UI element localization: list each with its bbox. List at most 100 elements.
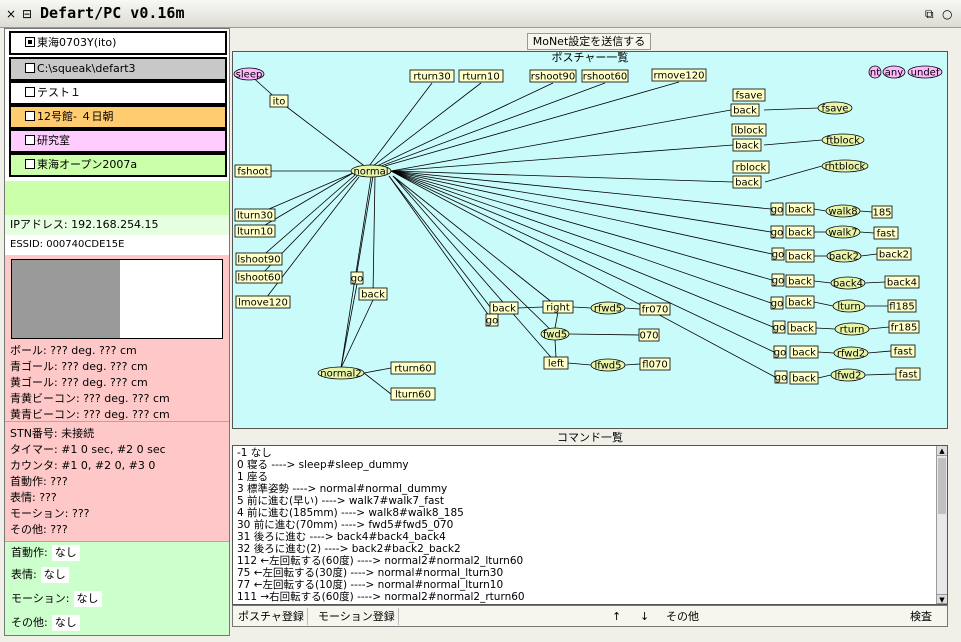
command-item[interactable]: 1 座る (237, 471, 269, 483)
command-item[interactable]: 31 後ろに進む ----> back4#back4_back4 (237, 531, 446, 543)
posture-node-go[interactable]: go (773, 345, 787, 359)
posture-node-rturn10[interactable]: rturn10 (458, 69, 504, 83)
command-item[interactable]: 4 前に進む(185mm) ----> walk8#walk8_185 (237, 507, 464, 519)
posture-node-back[interactable]: back (358, 287, 388, 301)
command-scrollbar[interactable]: ▲ ▼ (936, 446, 947, 604)
posture-node-185[interactable]: 185 (871, 205, 893, 219)
posture-node-back[interactable]: back (787, 321, 817, 335)
posture-node-back4[interactable]: back4 (884, 275, 920, 289)
scroll-thumb[interactable] (938, 458, 946, 514)
robot-item[interactable]: 東海オープン2007a (9, 153, 227, 177)
robot-item[interactable]: C:\squeak\defart3 (9, 57, 227, 81)
posture-node-sleep[interactable]: sleep (233, 67, 265, 81)
other-setting-value[interactable]: なし (51, 615, 80, 631)
robot-item[interactable]: 研究室 (9, 129, 227, 153)
posture-node-back[interactable]: back (789, 345, 819, 359)
posture-node-back[interactable]: back (489, 301, 519, 315)
posture-node-normal2[interactable]: normal2 (317, 366, 365, 380)
posture-node-go[interactable]: go (770, 296, 784, 310)
posture-node-back[interactable]: back (785, 295, 815, 309)
posture-node-fr185[interactable]: fr185 (888, 320, 920, 334)
scroll-up-icon[interactable]: ▲ (937, 446, 947, 456)
posture-node-back[interactable]: back (785, 202, 815, 216)
posture-node-fl185[interactable]: fl185 (887, 299, 917, 313)
posture-node-normal[interactable]: normal (350, 164, 392, 178)
posture-node-go[interactable]: go (772, 320, 786, 334)
posture-node-lfwd2[interactable]: lfwd2 (830, 368, 866, 382)
collapse-icon[interactable]: ⧉ (925, 7, 934, 21)
posture-node-fwd5[interactable]: fwd5 (540, 327, 570, 341)
search-button[interactable]: 検査 (910, 610, 932, 623)
posture-node-left[interactable]: left (543, 356, 569, 370)
posture-node-ito[interactable]: ito (269, 94, 289, 108)
posture-node-fast[interactable]: fast (873, 226, 899, 240)
posture-node-fsave[interactable]: fsave (817, 101, 853, 115)
posture-node-ftblock[interactable]: ftblock (821, 133, 865, 147)
posture-register-button[interactable]: ポスチャ登録 (235, 608, 308, 625)
checkbox[interactable] (25, 87, 35, 97)
robot-item[interactable]: 東海0703Y(ito) (9, 31, 227, 55)
robot-item[interactable]: テスト１ (9, 81, 227, 105)
posture-node-go[interactable]: go (774, 370, 788, 384)
posture-node-rshoot60[interactable]: rshoot60 (581, 69, 629, 83)
face-setting-value[interactable]: なし (40, 567, 69, 583)
posture-node-lturn30[interactable]: lturn30 (234, 208, 276, 222)
posture-node-rturn30[interactable]: rturn30 (409, 69, 455, 83)
command-item[interactable]: -1 なし (237, 447, 272, 459)
down-arrow-button[interactable]: ↓ (640, 610, 650, 623)
other-button[interactable]: その他 (666, 610, 699, 623)
posture-node-back4[interactable]: back4 (830, 276, 866, 290)
command-item[interactable]: 111 →右回転する(60度) ----> normal2#normal2_rt… (237, 591, 525, 603)
posture-node-rblock[interactable]: rblock (732, 160, 770, 174)
posture-node-lturn[interactable]: lturn (832, 299, 866, 313)
posture-node-lturn10[interactable]: lturn10 (234, 224, 276, 238)
posture-node-fast[interactable]: fast (895, 367, 921, 381)
expand-icon[interactable]: ○ (942, 7, 953, 21)
posture-node-back[interactable]: back (732, 138, 762, 152)
posture-node-go[interactable]: go (770, 202, 784, 216)
posture-node-any[interactable]: any (882, 65, 906, 79)
posture-node-lturn60[interactable]: lturn60 (390, 387, 436, 401)
posture-node-rfwd5[interactable]: rfwd5 (590, 301, 626, 315)
posture-node-rhtblock[interactable]: rhtblock (821, 159, 869, 173)
posture-node-fshoot[interactable]: fshoot (234, 164, 272, 178)
posture-node-go[interactable]: go (350, 271, 364, 285)
posture-node-back[interactable]: back (789, 371, 819, 385)
posture-node-back[interactable]: back (785, 274, 815, 288)
command-item[interactable]: 112 ←左回転する(60度) ----> normal2#normal2_lt… (237, 555, 524, 567)
motion-register-button[interactable]: モーション登録 (315, 608, 399, 625)
posture-node-back[interactable]: back (730, 103, 760, 117)
send-monet-button[interactable]: MoNet設定を送信する (527, 33, 651, 50)
window-menu-icon[interactable]: ⊟ (22, 7, 33, 21)
posture-node-070[interactable]: 070 (638, 328, 660, 342)
posture-node-fr070[interactable]: fr070 (639, 302, 671, 316)
posture-node-lblock[interactable]: lblock (731, 123, 767, 137)
posture-node-fast[interactable]: fast (890, 344, 916, 358)
posture-node-lshoot60[interactable]: lshoot60 (235, 270, 283, 284)
posture-node-go[interactable]: go (771, 247, 785, 261)
command-item[interactable]: 0 寝る ----> sleep#sleep_dummy (237, 459, 409, 471)
posture-node-rfwd2[interactable]: rfwd2 (833, 346, 869, 360)
posture-graph-canvas[interactable]: sleep ito normal fshoot lturn30 lturn10 lshoot… (233, 52, 949, 430)
head-setting-value[interactable]: なし (51, 545, 80, 561)
posture-node-lfwd5[interactable]: lfwd5 (590, 358, 626, 372)
posture-node-undef[interactable]: undef (907, 65, 943, 79)
command-item[interactable]: 30 前に進む(70mm) ----> fwd5#fwd5_070 (237, 519, 454, 531)
posture-node-lshoot90[interactable]: lshoot90 (235, 252, 283, 266)
posture-node-right[interactable]: right (542, 300, 574, 314)
command-item[interactable]: 32 後ろに進む(2) ----> back2#back2_back2 (237, 543, 461, 555)
posture-node-rshoot90[interactable]: rshoot90 (529, 69, 577, 83)
posture-node-back[interactable]: back (785, 249, 815, 263)
posture-node-walk7[interactable]: walk7 (825, 225, 861, 239)
posture-node-walk8[interactable]: walk8 (825, 204, 861, 218)
command-item[interactable]: 77 ←左回転する(10度) ----> normal#normal_lturn… (237, 579, 504, 591)
posture-node-back2[interactable]: back2 (876, 247, 912, 261)
command-item[interactable]: 3 標準姿勢 ----> normal#normal_dummy (237, 483, 448, 495)
motion-setting-value[interactable]: なし (73, 591, 102, 607)
checkbox[interactable] (25, 37, 35, 47)
checkbox[interactable] (25, 63, 35, 73)
checkbox[interactable] (25, 135, 35, 145)
posture-node-nt[interactable]: nt (868, 65, 882, 79)
scroll-down-icon[interactable]: ▼ (937, 594, 947, 604)
command-list[interactable]: -1 なし 0 寝る ----> sleep#sleep_dummy 1 座る … (232, 445, 948, 605)
